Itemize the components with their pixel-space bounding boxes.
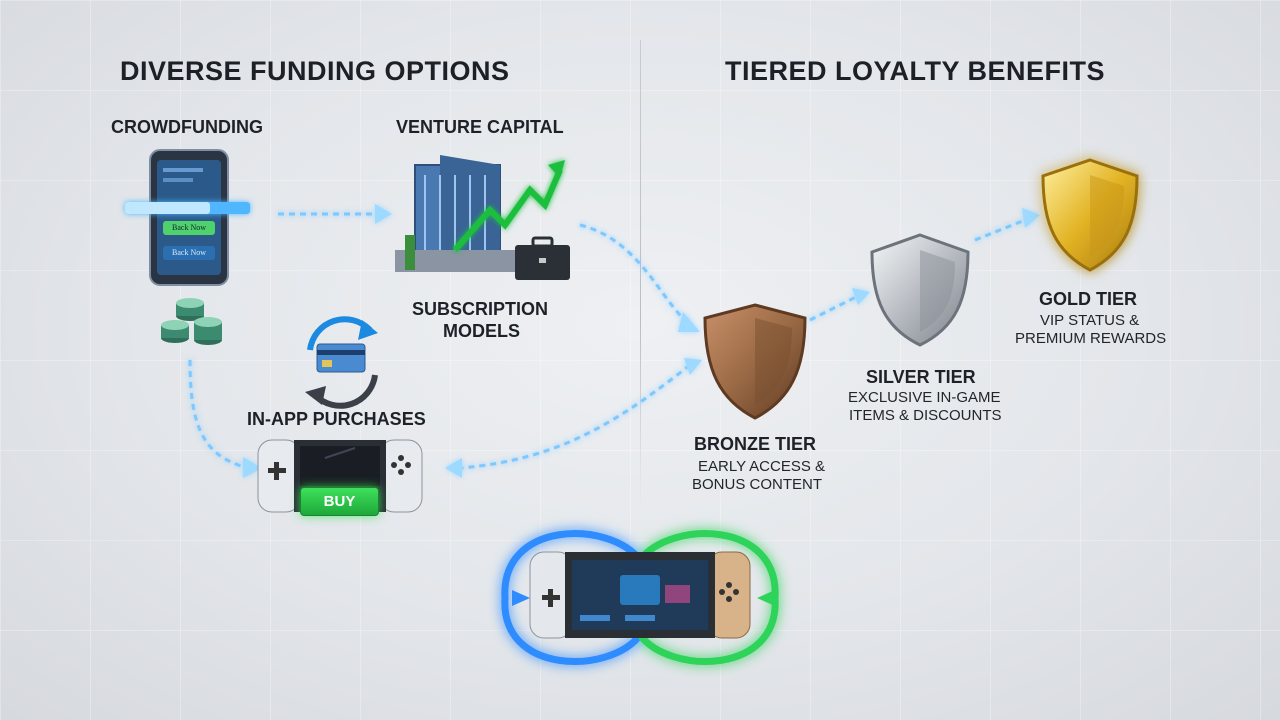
section-divider xyxy=(640,40,641,510)
growth-arrow-icon xyxy=(452,160,565,252)
silver-tier-line2: ITEMS & DISCOUNTS xyxy=(849,407,1002,424)
silver-tier-line1: EXCLUSIVE IN-GAME xyxy=(848,389,1001,406)
loyalty-section-title: TIERED LOYALTY BENEFITS xyxy=(725,56,1106,86)
funding-section-title: DIVERSE FUNDING OPTIONS xyxy=(120,56,510,86)
back-now-button-2[interactable]: Back Now xyxy=(163,246,215,260)
subscription-label-line2: MODELS xyxy=(443,321,521,341)
bronze-shield-icon xyxy=(703,303,807,420)
center-console-icon xyxy=(529,551,751,639)
arrowhead-gold xyxy=(1022,208,1040,228)
gold-tier-line2: PREMIUM REWARDS xyxy=(1015,330,1167,347)
silver-tier-name: SILVER TIER xyxy=(866,367,976,387)
arrowhead-inapp xyxy=(243,457,262,478)
venture-capital-label: VENTURE CAPITAL xyxy=(396,117,564,137)
arrowhead-bronze-top xyxy=(678,312,700,332)
office-building-icon xyxy=(395,155,545,272)
recurring-payment-icon xyxy=(305,316,378,409)
arrow-crowdfunding-to-inapp xyxy=(188,359,246,469)
in-app-purchases-label: IN-APP PURCHASES xyxy=(247,409,426,429)
smartphone-icon xyxy=(125,149,250,286)
gold-tier-name: GOLD TIER xyxy=(1039,289,1137,309)
gold-shield-icon xyxy=(1041,158,1139,272)
arrow-silver-to-gold xyxy=(974,216,1031,242)
arrowhead-silver xyxy=(852,288,870,305)
arrow-vc-to-bronze xyxy=(579,223,691,327)
bronze-tier-name: BRONZE TIER xyxy=(694,434,817,454)
buy-button[interactable]: BUY xyxy=(300,487,379,516)
arrow-bronze-to-silver xyxy=(809,293,861,322)
arrowhead-vc xyxy=(375,204,392,224)
subscription-label-line1: SUBSCRIPTION xyxy=(412,299,549,319)
gold-tier-line1: VIP STATUS & xyxy=(1040,312,1140,329)
arrowhead-bronze-bottom xyxy=(684,358,702,375)
arrow-bronze-to-inapp xyxy=(459,363,691,470)
arrowhead-inapp-right xyxy=(445,458,462,478)
coin-stack-icon xyxy=(161,298,222,345)
bronze-tier-line1: EARLY ACCESS & xyxy=(698,458,826,475)
infinity-loop-icon xyxy=(501,530,779,665)
crowdfunding-label: CROWDFUNDING xyxy=(111,117,263,137)
briefcase-icon xyxy=(515,236,570,280)
bronze-tier-line2: BONUS CONTENT xyxy=(692,476,823,493)
silver-shield-icon xyxy=(870,233,970,347)
back-now-button-1[interactable]: Back Now xyxy=(163,221,215,235)
